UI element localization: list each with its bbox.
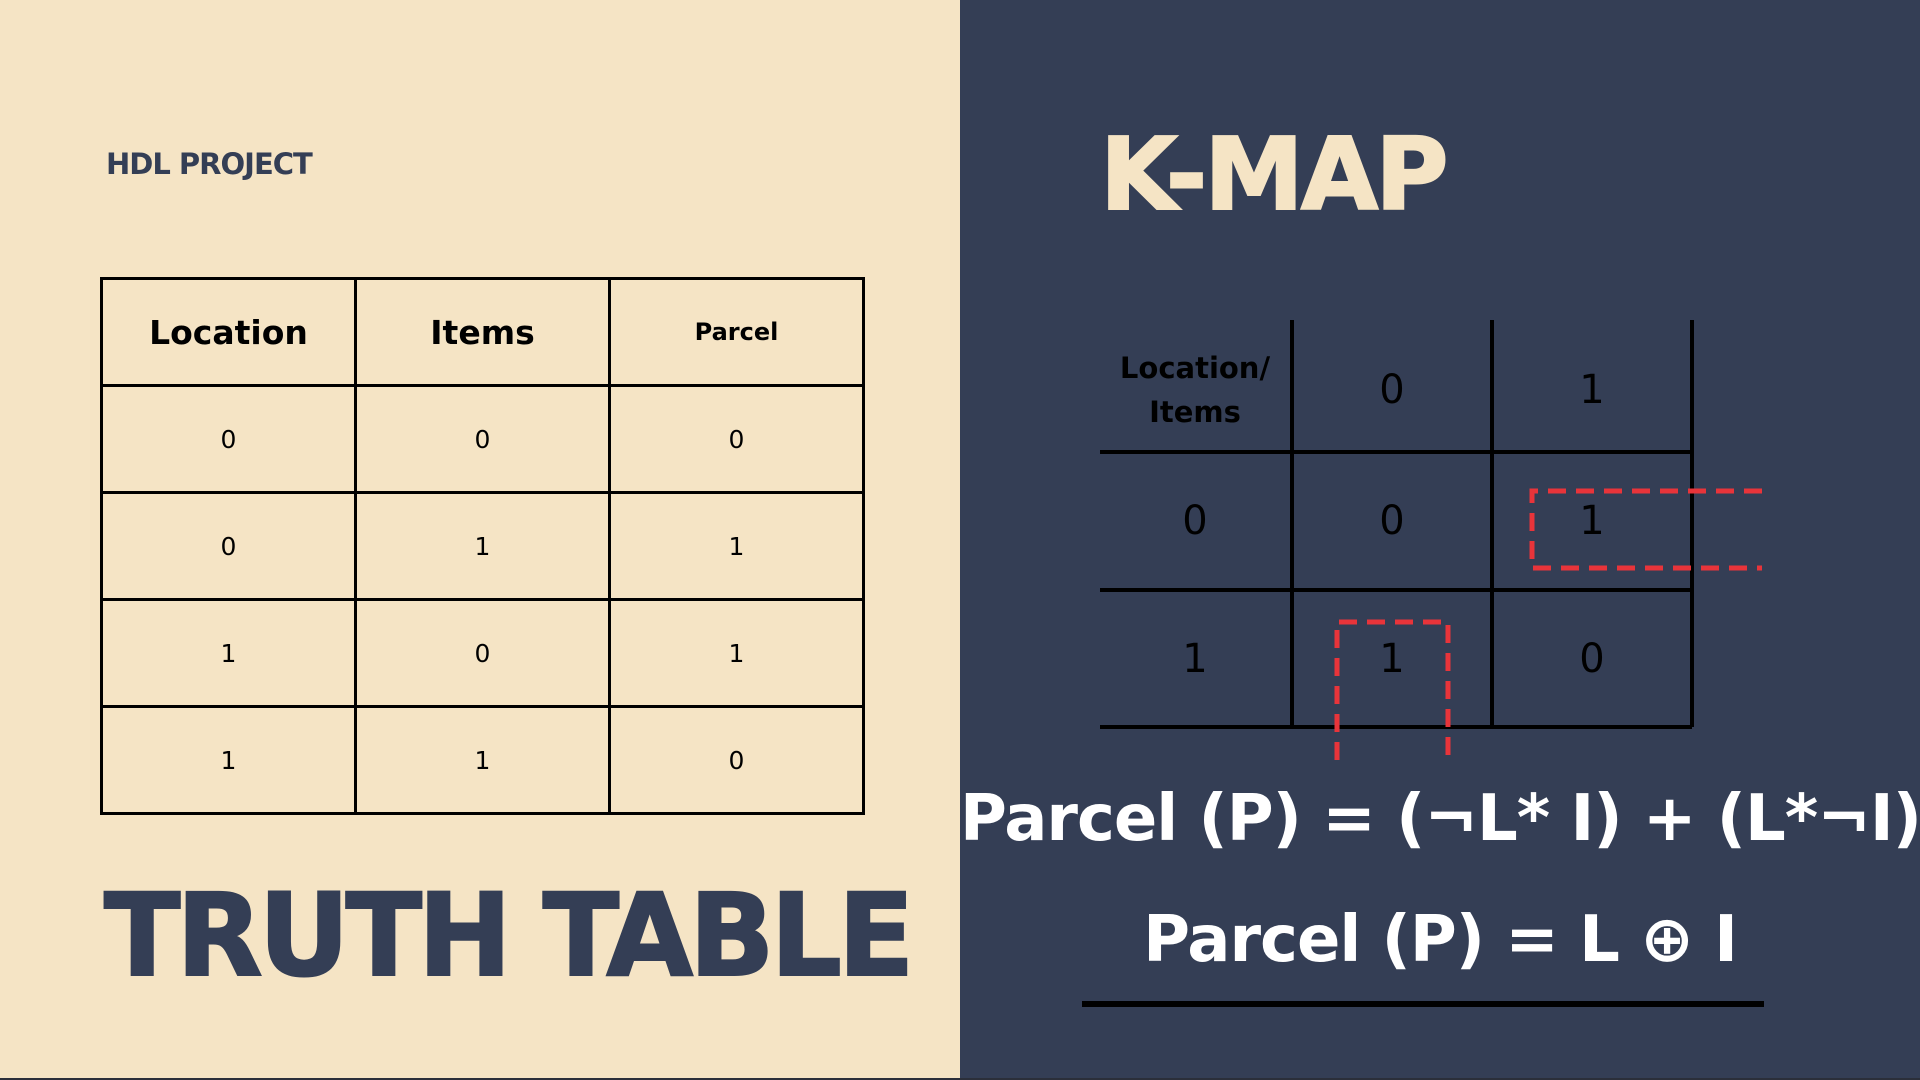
- truth-table-header-row: Location Items Parcel: [100, 277, 865, 387]
- header-parcel: Parcel: [608, 277, 865, 387]
- table-cell: 1: [608, 598, 865, 708]
- table-cell: 0: [354, 384, 611, 494]
- kmap-cell: 0: [1379, 498, 1405, 544]
- truth-table: Location Items Parcel 0 0 0 0 1 1 1 0 1 …: [100, 277, 865, 815]
- project-label: HDL PROJECT: [106, 147, 313, 181]
- table-cell: 0: [608, 705, 865, 815]
- equation-underline: [1082, 1001, 1764, 1007]
- boolean-equation-sop: Parcel (P) = (¬L* I) + (L*¬I): [960, 782, 1920, 856]
- table-cell: 0: [608, 384, 865, 494]
- kmap-corner-line: Items: [1149, 395, 1241, 429]
- table-cell: 1: [100, 598, 357, 708]
- bottom-edge-line: [0, 1078, 1920, 1080]
- kmap-row-header: 0: [1182, 498, 1208, 544]
- header-location: Location: [100, 277, 357, 387]
- boolean-equation-xor: Parcel (P) = L ⊕ I: [1143, 903, 1738, 977]
- kmap-cell: 1: [1579, 498, 1605, 544]
- truth-table-title: TRUTH TABLE: [103, 869, 915, 1003]
- table-row: 1 1 0: [100, 705, 865, 815]
- table-cell: 1: [354, 491, 611, 601]
- table-row: 0 0 0: [100, 384, 865, 494]
- table-cell: 1: [608, 491, 865, 601]
- kmap-corner-label: Location/ Items: [1100, 330, 1290, 450]
- table-cell: 0: [100, 384, 357, 494]
- kmap-row-header: 1: [1182, 635, 1208, 682]
- table-cell: 1: [354, 705, 611, 815]
- table-cell: 0: [354, 598, 611, 708]
- header-items: Items: [354, 277, 611, 387]
- kmap-corner-line: Location/: [1119, 351, 1271, 385]
- kmap-title: K-MAP: [1099, 116, 1449, 233]
- kmap-cell: 1: [1379, 635, 1405, 682]
- table-row: 0 1 1: [100, 491, 865, 601]
- table-cell: 1: [100, 705, 357, 815]
- kmap-col-header: 0: [1379, 367, 1405, 413]
- table-cell: 0: [100, 491, 357, 601]
- kmap-cell: 0: [1579, 635, 1605, 682]
- table-row: 1 0 1: [100, 598, 865, 708]
- kmap-col-header: 1: [1579, 367, 1605, 413]
